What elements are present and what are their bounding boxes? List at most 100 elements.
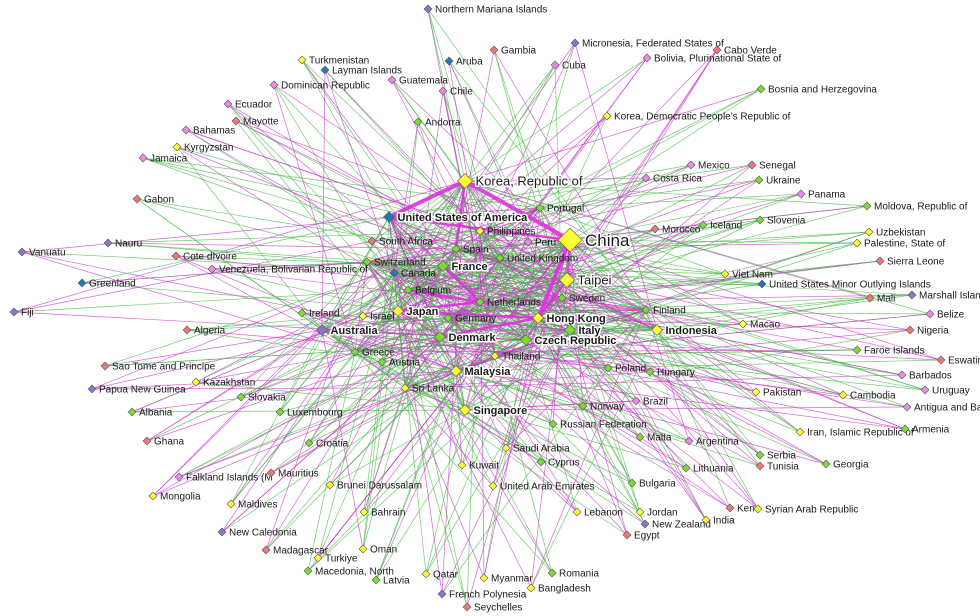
node-venezuela[interactable]: Venezuela, Bolivarian Republic of [207,264,368,276]
node-germany[interactable]: Germany [443,313,496,325]
node-palestine[interactable]: Palestine, State of [852,238,945,250]
node-falkland[interactable]: Falkland Islands (M [174,472,273,484]
node-mongolia[interactable]: Mongolia [148,491,201,503]
node-austria[interactable]: Austria [377,357,421,369]
node-bulgaria[interactable]: Bulgaria [627,478,676,490]
node-bangladesh[interactable]: Bangladesh [526,583,591,595]
node-kazakhstan[interactable]: Kazakhstan [191,377,255,389]
node-brazil[interactable]: Brazil [631,396,668,408]
node-poland[interactable]: Poland [603,363,646,375]
node-luxembourg[interactable]: Luxembourg [275,407,343,419]
node-ecuador[interactable]: Ecuador [223,99,273,111]
node-nauru[interactable]: Nauru [103,238,142,250]
node-ukraine[interactable]: Ukraine [754,175,801,187]
node-macao[interactable]: Macao [738,319,780,331]
node-antigua[interactable]: Antigua and Ba [902,402,980,414]
node-slovakia[interactable]: Slovakia [236,392,286,404]
node-finland[interactable]: Finland [641,305,686,317]
node-sweden[interactable]: Sweden [557,293,605,305]
node-panama[interactable]: Panama [796,189,846,201]
node-macedonia[interactable]: Macedonia, North [303,566,394,578]
node-brunei[interactable]: Brunei Darussalam [325,480,422,492]
node-turkiye[interactable]: Turkiye [313,553,358,565]
node-georgia[interactable]: Georgia [821,459,869,471]
node-eswatini[interactable]: Eswatin [936,355,980,367]
node-qatar[interactable]: Qatar [421,569,459,581]
node-greenland[interactable]: Greenland [77,278,136,290]
node-israel[interactable]: Israel [358,311,394,323]
node-myanmar[interactable]: Myanmar [479,573,533,585]
node-jamaica[interactable]: Jamaica [138,153,188,165]
node-moldova[interactable]: Moldova, Republic of [862,201,968,213]
node-lithuania[interactable]: Lithuania [681,463,734,475]
node-hungary[interactable]: Hungary [645,367,695,379]
node-bosnia[interactable]: Bosnia and Herzegovina [756,84,877,96]
node-mayotte[interactable]: Mayotte [231,116,279,128]
node-andorra[interactable]: Andorra [413,117,461,129]
node-czech[interactable]: Czech Republic [520,333,618,348]
node-lebanon[interactable]: Lebanon [572,507,623,519]
node-hongkong[interactable]: Hong Kong [532,311,607,326]
node-cuba[interactable]: Cuba [550,60,586,72]
node-syria[interactable]: Syrian Arab Republic [753,504,858,516]
node-armenia[interactable]: Armenia [900,424,950,436]
node-spain[interactable]: Spain [451,244,489,256]
node-latvia[interactable]: Latvia [371,575,410,587]
node-iran[interactable]: Iran, Islamic Republic of [795,427,914,439]
node-mexico[interactable]: Mexico [686,160,730,172]
node-peru[interactable]: Peru [523,237,556,249]
node-costarica[interactable]: Costa Rica [641,173,702,185]
node-cayman[interactable]: Layman Islands [320,65,402,77]
node-cyprus[interactable]: Cyprus [536,457,580,469]
node-morocco[interactable]: Morocco [650,224,701,236]
node-indonesia[interactable]: Indonesia [651,323,719,338]
node-kyrgyzstan[interactable]: Kyrgyzstan [172,142,233,154]
node-micronesia[interactable]: Micronesia, Federated States of [570,38,724,50]
node-taipei[interactable]: Taipei [559,271,613,289]
node-india[interactable]: India [701,515,735,527]
node-jordan[interactable]: Jordan [635,507,678,519]
node-kuwait[interactable]: Kuwait [457,460,499,472]
node-romania[interactable]: Romania [547,568,599,580]
node-uruguay[interactable]: Uruguay [920,385,970,397]
node-gambia[interactable]: Gambia [489,45,536,57]
node-egypt[interactable]: Egypt [622,530,660,542]
node-chile[interactable]: Chile [438,86,473,98]
node-marshall[interactable]: Marshall Islan [907,290,980,302]
node-bahamas[interactable]: Bahamas [181,125,235,137]
node-southafrica[interactable]: South Africa [367,236,433,248]
node-barbados[interactable]: Barbados [897,370,952,382]
node-tunisia[interactable]: Tunisia [755,461,799,473]
node-serbia[interactable]: Serbia [755,450,796,462]
node-belgium[interactable]: Belgium [403,285,451,297]
node-maldives[interactable]: Maldives [226,499,277,511]
node-faroe[interactable]: Faroe Islands [852,345,925,357]
node-bahrain[interactable]: Bahrain [359,507,405,519]
node-usmoi[interactable]: United States Minor Outlying Islands [757,279,931,291]
node-usa[interactable]: United States of America [383,210,530,225]
node-nmariana[interactable]: Northern Mariana Islands [423,4,547,16]
node-gabon[interactable]: Gabon [132,194,174,206]
node-iceland[interactable]: Iceland [698,220,742,232]
node-sierraleone[interactable]: Sierra Leone [875,256,945,268]
node-caboverde[interactable]: Cabo Verde [712,45,777,57]
node-vanuatu[interactable]: Vanuatu [17,247,66,259]
node-korea[interactable]: Korea, Republic of [457,172,584,190]
node-norway[interactable]: Norway [578,401,624,413]
node-australia[interactable]: Australia [316,323,380,338]
node-ghana[interactable]: Ghana [142,436,184,448]
node-saudi[interactable]: Saudi Arabia [501,443,570,455]
node-italy[interactable]: Italy [564,323,603,338]
node-singapore[interactable]: Singapore [459,403,529,418]
node-oman[interactable]: Oman [358,544,397,556]
node-srilanka[interactable]: Sri Lanka [400,383,455,395]
node-greece[interactable]: Greece [350,347,395,359]
node-canada[interactable]: Canada [389,268,436,280]
node-newzealand[interactable]: New Zealand [640,519,711,531]
node-japan[interactable]: Japan [392,304,440,319]
node-turkmenistan[interactable]: Turkmenistan [297,55,369,67]
node-china[interactable]: China [557,227,631,253]
node-ireland[interactable]: Ireland [297,308,340,320]
node-algeria[interactable]: Algeria [182,325,226,337]
node-uae[interactable]: United Arab Emirates [488,481,595,493]
